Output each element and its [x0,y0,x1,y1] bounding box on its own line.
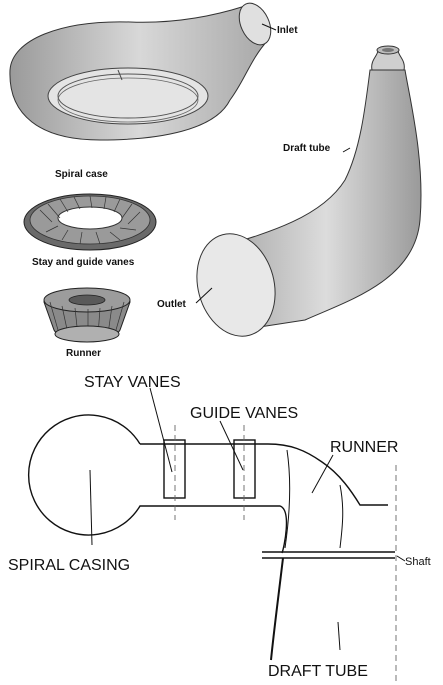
leader-lines [89,387,406,651]
vanes-ring-3d [23,193,157,251]
outlet-label: Outlet [157,299,187,310]
runner-hub-curve [339,484,344,549]
spiral-case-3d [9,2,277,141]
draft-tube-section-label: DRAFT TUBE [268,663,368,680]
spiral-case-label: Spiral case [55,169,108,180]
draft-tube-3d [195,45,422,337]
spiral-casing-outline [28,414,288,554]
stay-guide-vanes-label: Stay and guide vanes [32,257,135,268]
runner-3d [43,287,131,343]
center-lines [174,425,397,685]
shaft-label: Shaft [405,556,431,568]
runner-label: Runner [66,348,101,359]
cross-section [28,414,395,661]
inlet-label: Inlet [277,25,298,36]
guide-vanes-label: GUIDE VANES [190,405,298,422]
stay-vane-rect [163,439,186,499]
draft-tube-label: Draft tube [283,143,331,154]
stay-vanes-label: STAY VANES [84,374,181,391]
guide-vane-rect [233,439,256,499]
upper-wall [140,443,388,506]
runner-section-label: RUNNER [330,439,398,456]
draft-tube-wall [270,557,284,661]
runner-blade-curve [284,449,291,549]
spiral-casing-label: SPIRAL CASING [8,557,130,574]
